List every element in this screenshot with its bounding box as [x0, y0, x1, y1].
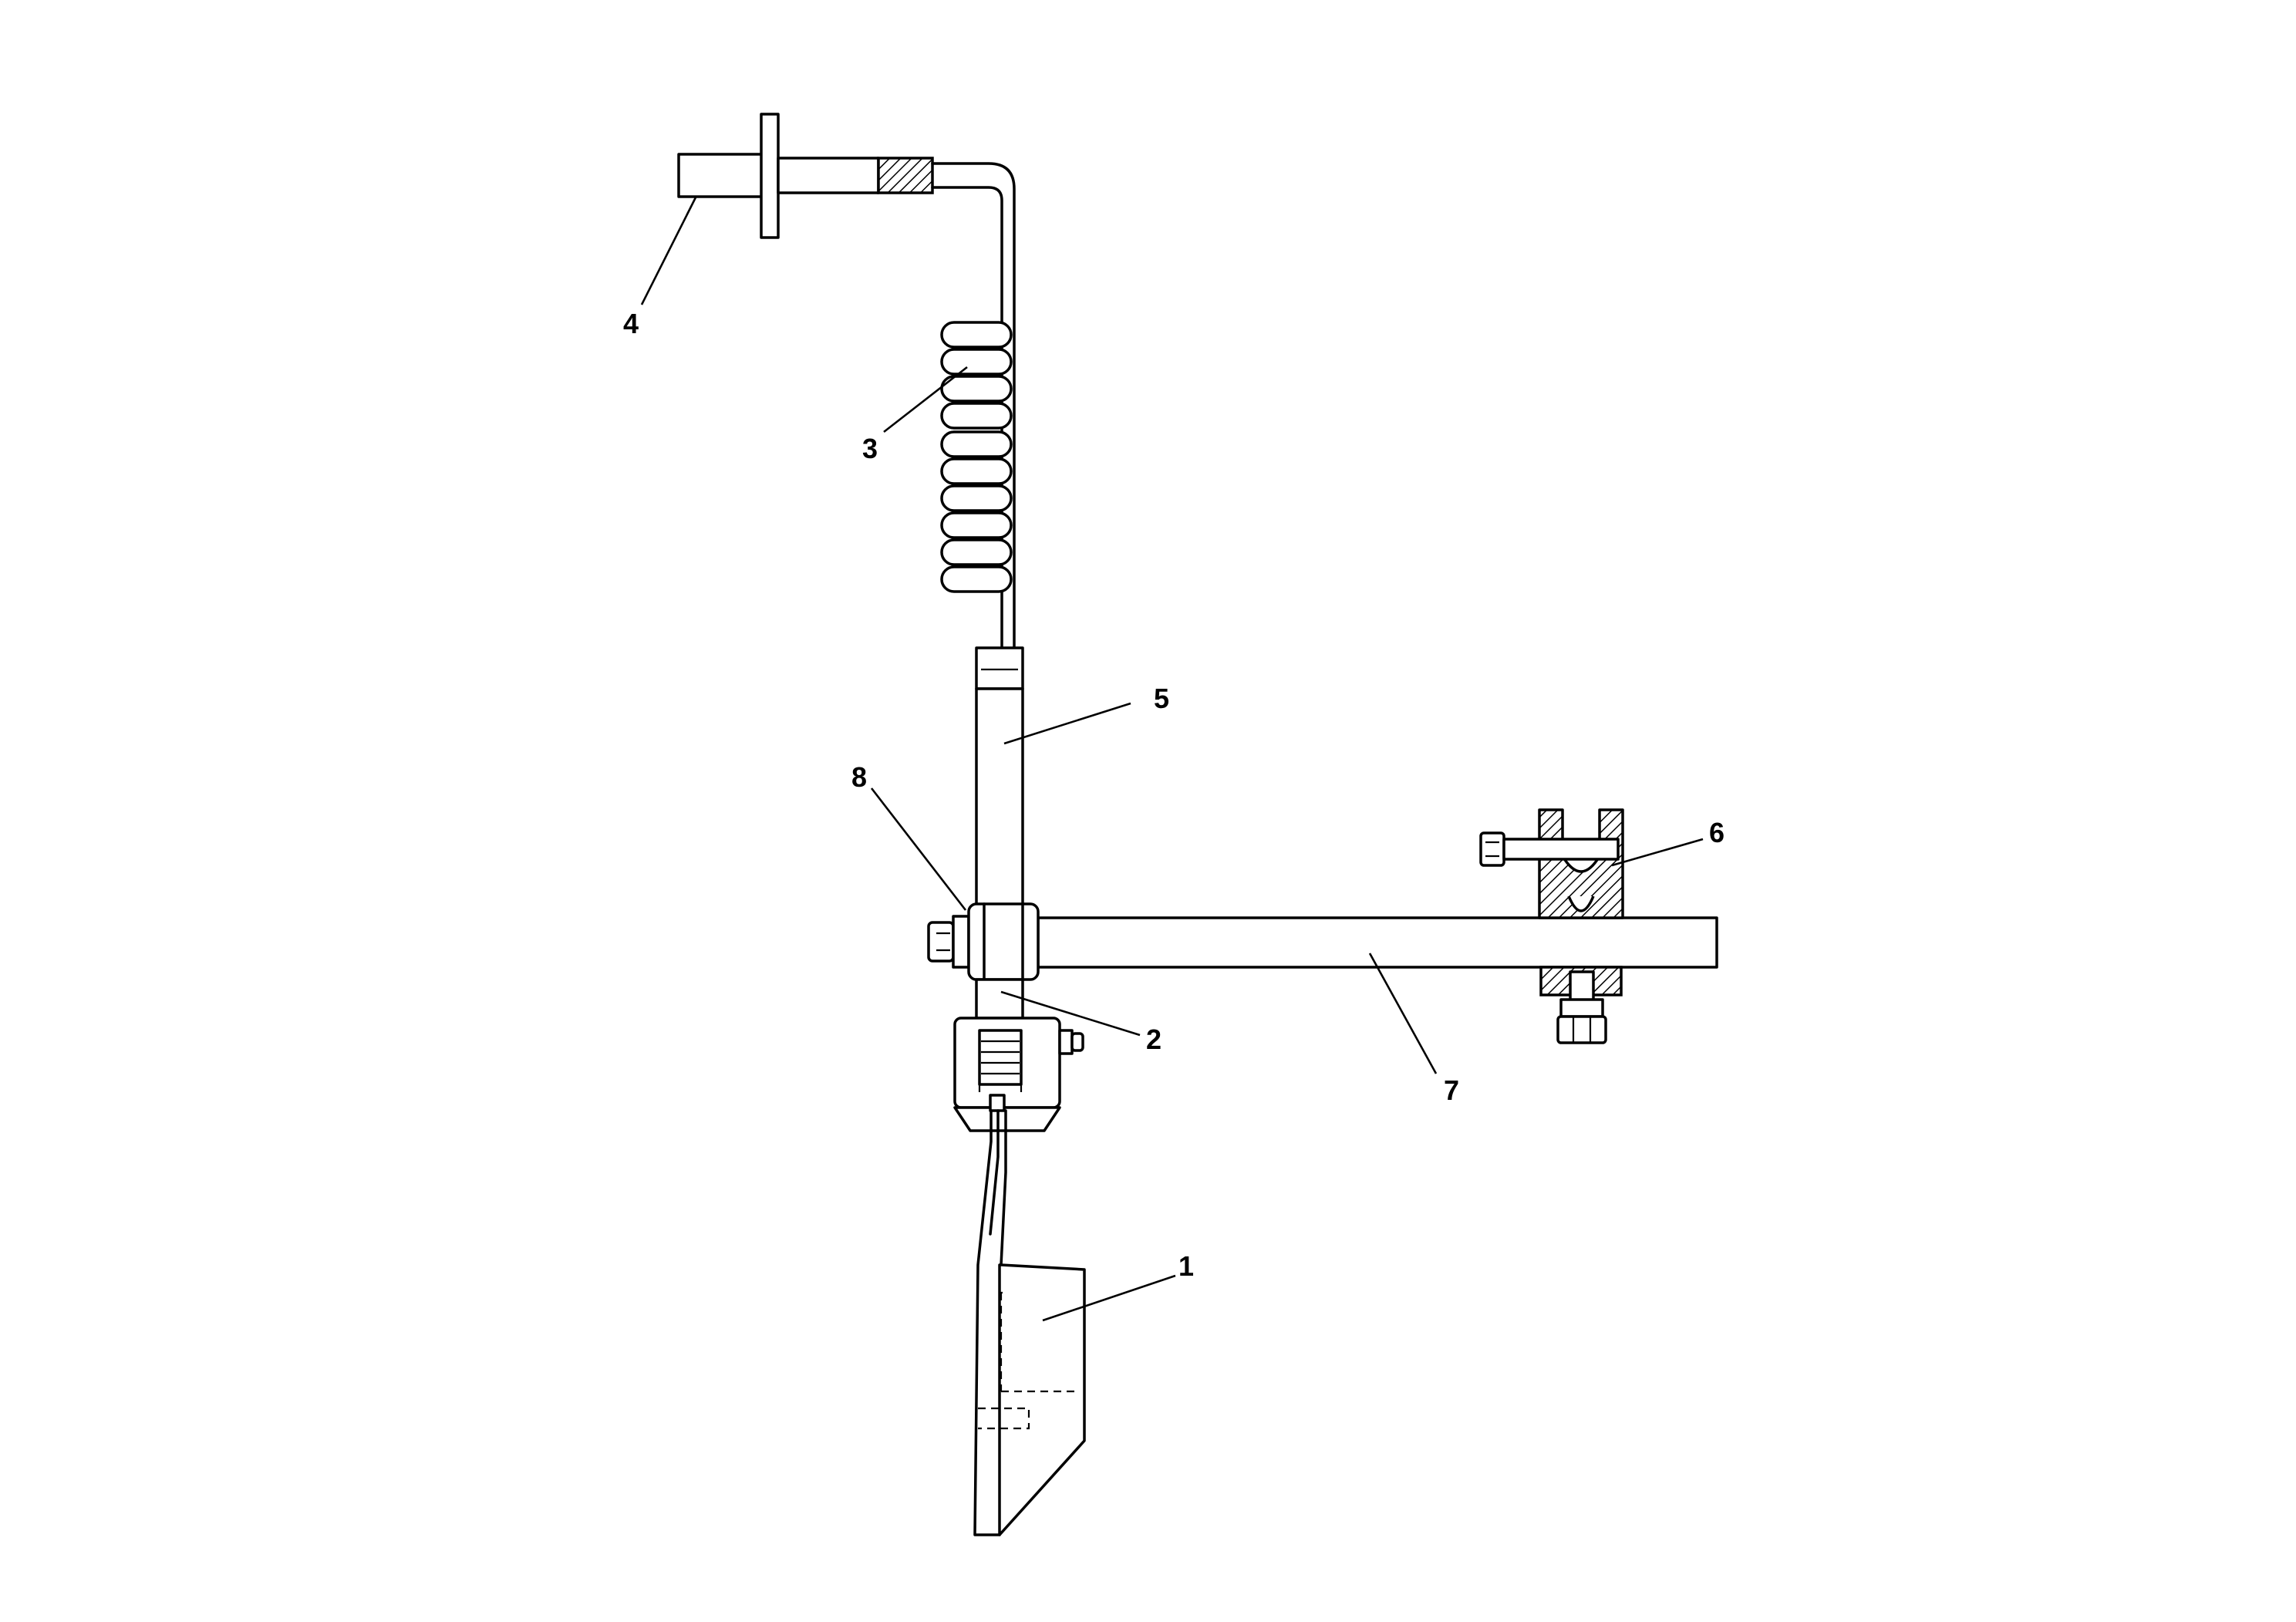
callout-3: 3: [862, 433, 878, 464]
spring-part-3: [940, 321, 1013, 593]
rod-part-2: [975, 978, 1024, 1020]
leader-3: [883, 366, 968, 433]
leader-8: [870, 787, 967, 911]
leader-2: [1000, 990, 1141, 1037]
leader-5: [1003, 702, 1131, 745]
clevis-part-6: [1479, 808, 1624, 1044]
callout-labels: 4 3 5 8 6 2 7 1: [623, 308, 1725, 1282]
leader-7: [1368, 953, 1438, 1074]
callout-6: 6: [1709, 817, 1725, 848]
handle-part-4: [677, 113, 934, 239]
leader-6: [1611, 838, 1704, 867]
rod-upper: [931, 162, 1016, 649]
callout-4: 4: [623, 308, 639, 339]
clamp-part-8: [927, 902, 1040, 981]
callout-1: 1: [1178, 1250, 1194, 1282]
arm-part-7: [1037, 916, 1718, 969]
leader-4: [640, 197, 697, 305]
tine-part-1: [973, 1094, 1086, 1536]
callout-2: 2: [1146, 1023, 1161, 1055]
callout-5: 5: [1154, 683, 1169, 714]
callout-7: 7: [1444, 1074, 1459, 1106]
lower-block: [953, 1017, 1084, 1132]
leader-1: [1042, 1274, 1176, 1322]
tube-part-5: [975, 646, 1024, 906]
callout-8: 8: [851, 761, 867, 793]
leader-lines: [640, 197, 1704, 1322]
